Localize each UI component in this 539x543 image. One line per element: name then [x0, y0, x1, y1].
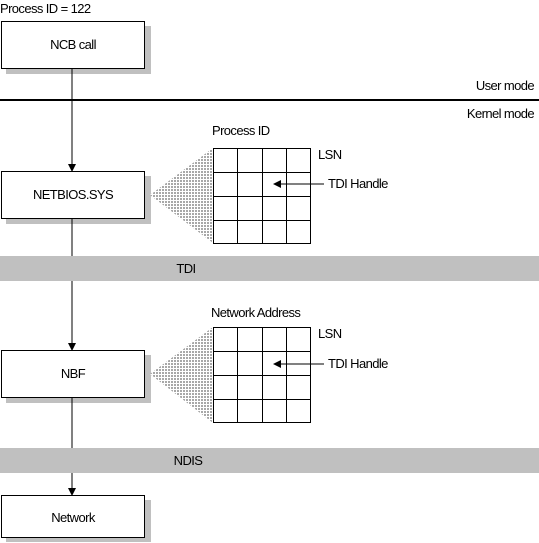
kernel-mode-label: Kernel mode [467, 106, 534, 121]
upper-lsn-table [213, 148, 311, 244]
ncb-call-box: NCB call [1, 21, 151, 74]
upper-table-title: Process ID [212, 123, 270, 138]
user-mode-label: User mode [476, 78, 535, 93]
netbios-box-frame [1, 171, 145, 219]
tdi-label: TDI [176, 261, 195, 276]
upper-tdi-handle-label: TDI Handle [328, 176, 388, 191]
tdi-interface-band [0, 256, 539, 281]
network-box-frame [1, 495, 145, 538]
ncb-call-label: NCB call [50, 37, 96, 52]
lower-tdi-handle-label: TDI Handle [328, 356, 388, 371]
lower-lsn-table [213, 327, 311, 423]
ndis-interface-band [0, 448, 539, 473]
upper-lsn-label: LSN [318, 147, 342, 162]
nbf-box-frame [1, 350, 145, 398]
netbios-sys-box: NETBIOS.SYS [1, 171, 151, 224]
nbf-label: NBF [61, 366, 86, 381]
nbf-box: NBF [1, 350, 151, 403]
lower-lsn-label: LSN [318, 326, 342, 341]
network-label: Network [51, 510, 96, 525]
ndis-label: NDIS [174, 453, 204, 468]
lower-table-title: Network Address [211, 305, 301, 320]
lower-table-fan [150, 327, 213, 423]
network-box: Network [1, 495, 151, 542]
ncb-call-box-frame [1, 21, 145, 69]
netbios-sys-label: NETBIOS.SYS [33, 187, 114, 202]
upper-table-fan [150, 148, 213, 243]
process-id-label: Process ID = 122 [0, 1, 91, 16]
